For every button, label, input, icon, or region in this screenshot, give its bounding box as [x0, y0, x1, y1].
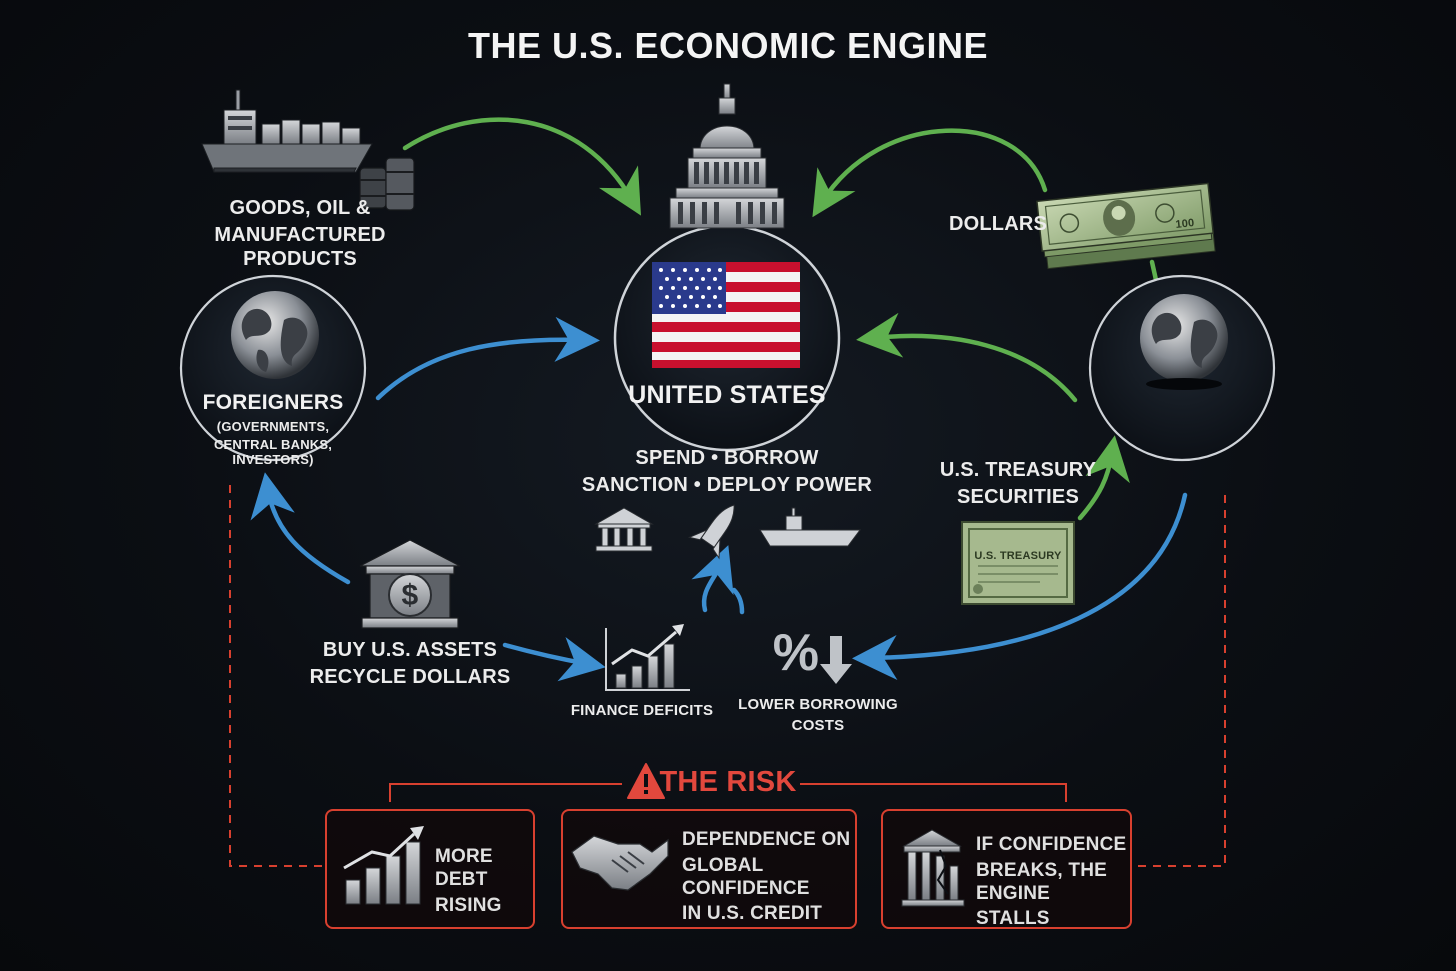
risk-card-debt-line1: MORE DEBT	[435, 846, 493, 890]
us-actions: SPEND • BORROW SANCTION • DEPLOY POWER	[560, 446, 894, 497]
container-ship-icon	[201, 89, 373, 173]
finance-label: FINANCE DEFICITS	[570, 702, 714, 719]
us-flag-icon	[652, 262, 800, 368]
risk-bracket	[389, 783, 1067, 802]
action-deploy-power: DEPLOY POWER	[706, 474, 873, 496]
goods-label-line1: GOODS, OIL &	[229, 197, 371, 219]
globe-icon	[231, 291, 319, 379]
borrowing-line1: LOWER BORROWING	[738, 696, 898, 713]
risk-title: THE RISK	[659, 766, 797, 798]
arrow-finance-up-right	[731, 587, 745, 615]
risk-dashed-left	[229, 485, 325, 867]
percent-down-icon	[820, 636, 852, 684]
risk-card-confidence-text: IF CONFIDENCE BREAKS, THE ENGINE STALLS	[976, 834, 1129, 931]
assets-line2: RECYCLE DOLLARS	[309, 666, 511, 688]
us-actions-line1: SPEND • BORROW	[560, 446, 894, 470]
capitol-dome-icon	[669, 83, 785, 229]
green-flow-arrows	[402, 117, 1159, 521]
aircraft-carrier-icon	[759, 507, 861, 547]
foreigners-title: FOREIGNERS	[202, 391, 344, 414]
arrow-finance-up	[691, 545, 734, 613]
crumbling-building-icon	[901, 829, 965, 907]
blue-flow-arrows	[250, 316, 1188, 682]
goods-label-line2: MANUFACTURED PRODUCTS	[214, 224, 386, 270]
dollars-label: DOLLARS	[948, 213, 1048, 235]
handshake-icon	[571, 835, 669, 891]
foreign-investors-node	[1088, 274, 1276, 462]
risk-dashed-right	[1132, 495, 1226, 867]
foreigners-sub2: CENTRAL BANKS, INVESTORS)	[213, 436, 333, 468]
rising-chart-icon	[343, 826, 424, 905]
action-spend: SPEND	[635, 447, 706, 469]
arrow-assets-to-foreigners	[250, 472, 351, 585]
foreigners-node	[179, 274, 367, 462]
risk-card-confidence-line2: BREAKS, THE ENGINE	[976, 859, 1107, 904]
connector-bills-globe	[1149, 259, 1159, 283]
borrowing-label: LOWER BORROWING COSTS	[734, 696, 902, 735]
us-node-label: UNITED STATES	[628, 381, 826, 409]
goods-label: GOODS, OIL & MANUFACTURED PRODUCTS	[160, 196, 440, 271]
risk-card-dependence-line1: DEPENDENCE ON	[682, 829, 851, 850]
treasury-certificate-icon	[961, 521, 1075, 605]
assets-label: BUY U.S. ASSETS RECYCLE DOLLARS	[300, 638, 520, 689]
risk-connectors	[229, 485, 1226, 867]
arrow-dollars-to-us	[812, 128, 1048, 218]
treasury-line1: U.S. TREASURY	[939, 459, 1097, 481]
us-node	[613, 224, 841, 452]
action-separator: •	[687, 474, 707, 496]
diagram-title: THE U.S. ECONOMIC ENGINE	[467, 25, 989, 66]
globe-icon	[1140, 294, 1228, 390]
dollar-bills-icon	[1036, 182, 1216, 270]
action-borrow: BORROW	[724, 447, 819, 469]
oil-barrels-icon	[359, 157, 415, 211]
government-building-icon	[594, 507, 654, 552]
risk-card-dependence-line3: IN U.S. CREDIT	[682, 903, 823, 925]
treasury-line2: SECURITIES	[956, 486, 1080, 508]
arrow-globe-to-us	[856, 312, 1078, 403]
bank-dollar-icon	[359, 539, 461, 629]
arrow-foreigners-to-us	[375, 316, 600, 401]
action-separator: •	[705, 447, 725, 469]
assets-line1: BUY U.S. ASSETS	[322, 639, 498, 661]
missile-icon	[687, 504, 735, 560]
foreigners-label: FOREIGNERS (GOVERNMENTS, CENTRAL BANKS, …	[183, 390, 363, 468]
risk-card-debt-text: MORE DEBT RISING	[435, 846, 531, 917]
arrow-goods-to-us	[402, 117, 642, 216]
action-sanction: SANCTION	[581, 474, 688, 496]
treasury-label: U.S. TREASURY SECURITIES	[930, 458, 1106, 509]
foreigners-sub1: (GOVERNMENTS,	[216, 419, 330, 435]
risk-card-confidence-line3: STALLS	[976, 908, 1050, 930]
risk-card-confidence-line1: IF CONFIDENCE	[976, 834, 1127, 855]
risk-card-debt-line2: RISING	[435, 894, 502, 916]
risk-card-dependence-line2: GLOBAL CONFIDENCE	[682, 854, 810, 899]
us-actions-line2: SANCTION • DEPLOY POWER	[560, 473, 894, 497]
borrowing-line2: COSTS	[791, 717, 845, 734]
bank-dollar-symbol: $	[401, 579, 419, 612]
arrow-assets-to-finance	[502, 637, 606, 682]
warning-icon	[627, 763, 665, 799]
percent-symbol: %	[772, 624, 820, 682]
rising-chart-icon	[605, 624, 690, 691]
certificate-text: U.S. TREASURY	[974, 550, 1062, 562]
arrow-treasury-to-globe	[1077, 435, 1130, 521]
risk-card-dependence	[561, 809, 857, 929]
arrow-globe-to-borrowing	[852, 492, 1188, 680]
risk-card-dependence-text: DEPENDENCE ON GLOBAL CONFIDENCE IN U.S. …	[682, 829, 854, 926]
